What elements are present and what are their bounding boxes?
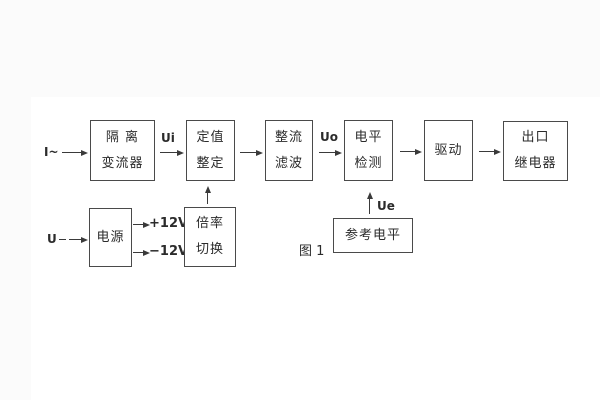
block-power-line1: 电源 — [96, 229, 125, 245]
arrow-drive-to-relay — [479, 148, 501, 155]
block-level-detect-line2: 检测 — [354, 155, 383, 171]
arrow-power-plus12 — [133, 221, 150, 228]
block-multiplier-line2: 切换 — [195, 242, 224, 257]
block-multiplier-switch: 倍率 切换 — [184, 207, 236, 267]
supply-plus12-label: +12V — [149, 216, 189, 231]
arrow-setting-to-rectifier — [240, 149, 263, 156]
block-setting-line1: 定值 — [196, 129, 225, 145]
block-drive: 驱动 — [424, 120, 473, 181]
arrow-voltage-to-power — [69, 236, 88, 243]
block-output-relay-line2: 继电器 — [514, 156, 557, 171]
block-power-supply: 电源 — [89, 208, 132, 267]
signal-uo-label: Uo — [320, 130, 338, 144]
block-rectifier-filter: 整流 滤波 — [265, 120, 313, 181]
arrow-reference-to-level — [366, 192, 373, 214]
arrow-level-to-drive — [400, 148, 422, 155]
block-rectifier-line1: 整流 — [274, 129, 303, 145]
block-multiplier-line1: 倍率 — [195, 216, 224, 231]
block-output-relay: 出口 继电器 — [503, 121, 568, 181]
signal-ue-label: Ue — [377, 199, 395, 213]
block-level-detect: 电平 检测 — [344, 120, 393, 181]
arrow-multiplier-to-setting — [204, 186, 211, 204]
supply-minus12-label: −12V — [149, 244, 189, 259]
block-setting-line2: 整定 — [196, 155, 225, 171]
input-voltage-label: U — [47, 232, 57, 246]
block-level-detect-line1: 电平 — [354, 129, 383, 145]
block-setpoint-setting: 定值 整定 — [186, 120, 235, 181]
arrow-current-to-isolation — [62, 149, 88, 156]
voltage-input-dash — [59, 239, 66, 240]
input-current-label: I~ — [44, 145, 59, 159]
arrow-isolation-to-setting — [160, 149, 184, 156]
block-reference-level: 参考电平 — [333, 218, 413, 253]
block-output-relay-line1: 出口 — [521, 130, 550, 145]
arrow-rectifier-to-level — [319, 149, 342, 156]
arrow-power-minus12 — [133, 249, 150, 256]
block-reference-line1: 参考电平 — [344, 227, 401, 243]
block-drive-line1: 驱动 — [434, 142, 463, 158]
signal-ui-label: Ui — [161, 131, 175, 145]
block-rectifier-line2: 滤波 — [274, 155, 303, 171]
figure-caption: 图 1 — [299, 244, 325, 259]
block-isolation-line2: 变流器 — [101, 155, 144, 171]
block-isolation-transformer: 隔 离 变流器 — [90, 120, 155, 181]
block-isolation-line1: 隔 离 — [105, 129, 140, 145]
